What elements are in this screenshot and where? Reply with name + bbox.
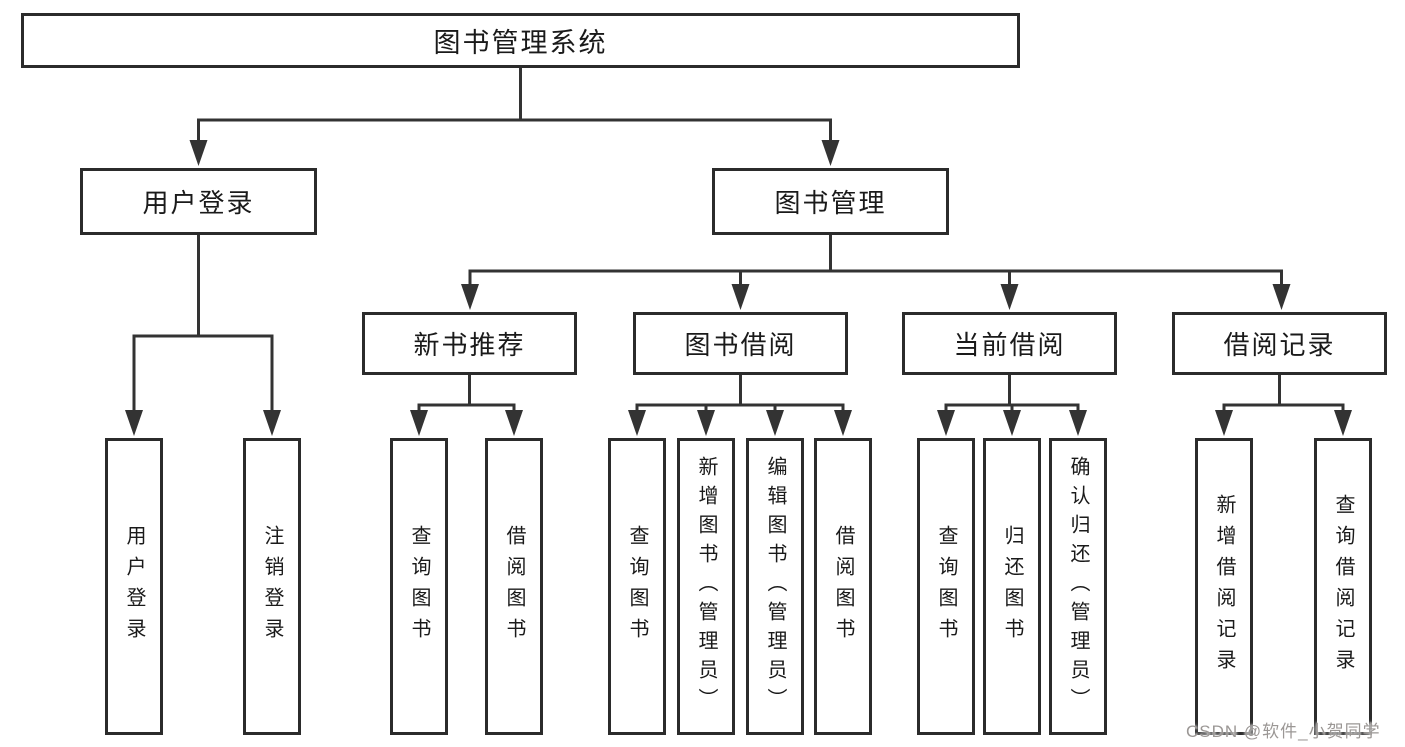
- node-label: 新书推荐: [413, 330, 526, 360]
- leaf-borrow-books-borrowing: 借阅图书: [814, 438, 872, 735]
- leaf-confirm-return-admin: 确认归还（管理员）: [1049, 438, 1107, 735]
- leaf-label: 新增图书（管理员）: [695, 456, 717, 717]
- leaf-label: 用户登录: [123, 524, 145, 649]
- node-current-borrowing: 当前借阅: [902, 312, 1117, 375]
- leaf-label: 归还图书: [1001, 524, 1023, 649]
- leaf-borrow-books-recommend: 借阅图书: [485, 438, 543, 735]
- leaf-logout: 注销登录: [243, 438, 301, 735]
- connector-user-login-children: [132, 233, 274, 413]
- node-book-management: 图书管理: [712, 168, 949, 235]
- connector-borrowing-records-children: [1222, 373, 1345, 413]
- node-label: 借阅记录: [1223, 330, 1336, 360]
- arrowheads-borrowing-records: [1215, 410, 1352, 436]
- arrowheads-user-login-children: [125, 410, 281, 436]
- arrowheads-level3: [461, 284, 1291, 310]
- node-borrowing-records: 借阅记录: [1172, 312, 1387, 375]
- leaf-return-books: 归还图书: [983, 438, 1041, 735]
- leaf-label: 编辑图书（管理员）: [764, 456, 786, 717]
- leaf-label: 查询图书: [935, 524, 957, 649]
- leaf-edit-books-admin: 编辑图书（管理员）: [746, 438, 804, 735]
- leaf-query-books-borrowing: 查询图书: [608, 438, 666, 735]
- leaf-add-borrow-record: 新增借阅记录: [1195, 438, 1253, 735]
- node-label: 用户登录: [142, 188, 255, 218]
- connector-current-borrowing-children: [944, 373, 1080, 413]
- arrowheads-level2: [189, 140, 840, 166]
- node-user-login: 用户登录: [80, 168, 317, 235]
- leaf-user-login: 用户登录: [105, 438, 163, 735]
- arrowheads-current-borrowing: [937, 410, 1087, 436]
- leaf-query-borrow-record: 查询借阅记录: [1314, 438, 1372, 735]
- leaf-label: 新增借阅记录: [1213, 493, 1235, 680]
- node-library-management-system: 图书管理系统: [21, 13, 1020, 68]
- leaf-query-books-current: 查询图书: [917, 438, 975, 735]
- arrowheads-book-borrowing: [628, 410, 852, 436]
- csdn-watermark: CSDN @软件_小贺同学: [1186, 722, 1381, 741]
- leaf-label: 查询借阅记录: [1332, 493, 1354, 680]
- arrowheads-new-book-recommendation: [410, 410, 523, 436]
- connector-book-management-children: [468, 233, 1283, 287]
- leaf-label: 确认归还（管理员）: [1067, 456, 1089, 717]
- node-label: 图书管理系统: [433, 28, 608, 58]
- leaf-add-books-admin: 新增图书（管理员）: [677, 438, 735, 735]
- node-label: 图书管理: [774, 188, 887, 218]
- connector-root-to-level2: [197, 66, 832, 143]
- connector-new-book-recommendation-children: [417, 373, 516, 413]
- node-book-borrowing: 图书借阅: [633, 312, 848, 375]
- node-label: 当前借阅: [953, 330, 1066, 360]
- leaf-label: 查询图书: [626, 524, 648, 649]
- leaf-label: 借阅图书: [503, 524, 525, 649]
- leaf-label: 借阅图书: [832, 524, 854, 649]
- connector-book-borrowing-children: [635, 373, 845, 413]
- leaf-query-books-recommend: 查询图书: [390, 438, 448, 735]
- leaf-label: 注销登录: [261, 524, 283, 649]
- node-new-book-recommendation: 新书推荐: [362, 312, 577, 375]
- node-label: 图书借阅: [684, 330, 797, 360]
- leaf-label: 查询图书: [408, 524, 430, 649]
